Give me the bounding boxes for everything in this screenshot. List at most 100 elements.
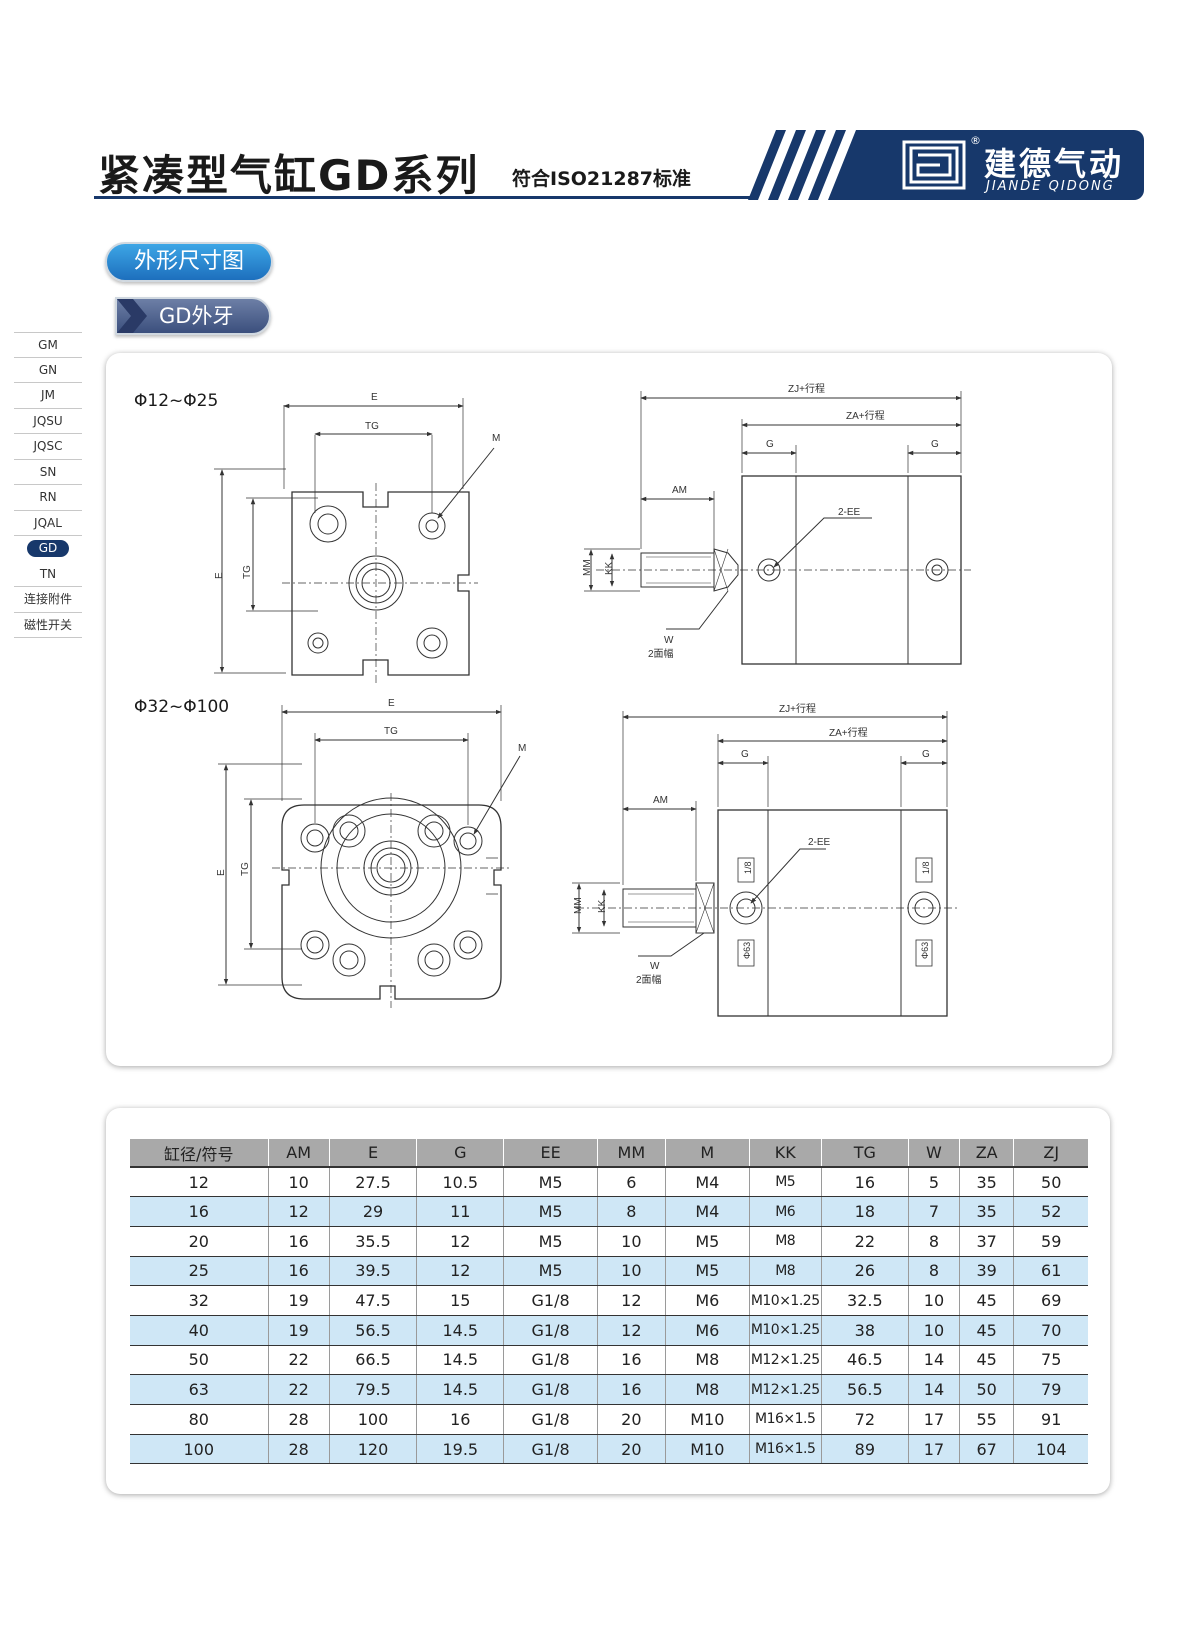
table-cell: 10 (597, 1256, 666, 1287)
table-cell: M6 (749, 1196, 822, 1227)
sidenav-item-rn[interactable]: RN (14, 485, 82, 511)
dim-w-note-large: 2面幅 (636, 973, 662, 986)
sidenav-item-accessories[interactable]: 连接附件 (14, 587, 82, 613)
table-cell: M10 (665, 1434, 750, 1465)
dim-m-large: M (518, 743, 526, 754)
table-cell: 72 (821, 1404, 910, 1435)
table-cell: M10×1.25 (749, 1315, 822, 1346)
table-cell: M5 (749, 1167, 822, 1198)
dim-za-small: ZA+行程 (846, 409, 885, 422)
sidenav-item-jqsc[interactable]: JQSC (14, 434, 82, 460)
table-cell: 12 (597, 1315, 666, 1346)
table-cell: 8 (908, 1226, 960, 1257)
dim-m-small: M (492, 433, 500, 444)
table-cell: 19.5 (416, 1434, 505, 1465)
dim-g-left-large: G (741, 749, 749, 760)
dim-tg-large: TG (384, 726, 398, 737)
table-cell: 80 (130, 1404, 269, 1435)
dim-e-vertical-large: E (216, 869, 227, 876)
port-label-left: 1/8 (743, 861, 753, 874)
table-cell: M5 (503, 1226, 598, 1257)
col-header: W (908, 1139, 960, 1168)
table-cell: 79 (1013, 1374, 1088, 1405)
table-cell: 63 (130, 1374, 269, 1405)
dim-am-large: AM (653, 795, 668, 806)
bore-label-right: Φ63 (920, 942, 930, 959)
dim-kk-small: KK (604, 561, 615, 575)
table-cell: 37 (959, 1226, 1015, 1257)
dim-e-vertical-small: E (214, 572, 225, 579)
sidenav-item-sn[interactable]: SN (14, 460, 82, 485)
table-cell: M6 (665, 1315, 750, 1346)
table-header-row: 缸径/符号 AM E G EE MM M KK TG W ZA ZJ (130, 1139, 1088, 1168)
dim-w-note-small: 2面幅 (648, 647, 674, 660)
brand-name-en: JIANDE QIDONG (986, 179, 1115, 194)
sidenav-item-gd[interactable]: GD (14, 536, 82, 562)
dim-tg-vertical-small: TG (242, 565, 253, 579)
dim-kk-large: KK (597, 899, 608, 913)
sidenav-item-jqal[interactable]: JQAL (14, 511, 82, 536)
table-cell: 14.5 (416, 1345, 505, 1376)
table-cell: 22 (268, 1345, 330, 1376)
table-cell: 10 (597, 1226, 666, 1257)
table-cell: 28 (268, 1404, 330, 1435)
table-cell: 45 (959, 1345, 1015, 1376)
table-cell: 45 (959, 1285, 1015, 1316)
page-header: 紧凑型气缸GD系列 符合ISO21287标准 ® 建德气动 JIANDE QID… (0, 120, 1200, 200)
table-cell: 46.5 (821, 1345, 910, 1376)
dim-ee-small: 2-EE (838, 507, 861, 518)
table-cell: 40 (130, 1315, 269, 1346)
table-cell: 20 (597, 1404, 666, 1435)
table-cell: G1/8 (503, 1315, 598, 1346)
table-cell: M10×1.25 (749, 1285, 822, 1316)
table-cell: M16×1.5 (749, 1434, 822, 1465)
sidenav-item-gm[interactable]: GM (14, 332, 82, 358)
col-header: 缸径/符号 (130, 1139, 269, 1168)
stripe-decoration-icon (748, 130, 878, 200)
table-cell: 35 (959, 1196, 1015, 1227)
table-cell: 17 (908, 1404, 960, 1435)
col-header: ZA (959, 1139, 1015, 1168)
table-cell: M12×1.25 (749, 1374, 822, 1405)
table-cell: 19 (268, 1315, 330, 1346)
table-cell: 12 (597, 1285, 666, 1316)
dim-g-right-small: G (931, 439, 939, 450)
dim-am-small: AM (672, 485, 687, 496)
table-cell: 55 (959, 1404, 1015, 1435)
table-cell: 79.5 (329, 1374, 418, 1405)
table-cell: M5 (665, 1256, 750, 1287)
table-cell: 50 (130, 1345, 269, 1376)
table-cell: 32.5 (821, 1285, 910, 1316)
table-cell: 8 (908, 1256, 960, 1287)
table-cell: 27.5 (329, 1167, 418, 1198)
table-cell: 52 (1013, 1196, 1088, 1227)
table-cell: 15 (416, 1285, 505, 1316)
sidenav-item-jm[interactable]: JM (14, 383, 82, 409)
sidenav-item-magnetic-switch[interactable]: 磁性开关 (14, 613, 82, 638)
header-rule (94, 196, 754, 199)
table-cell: 56.5 (329, 1315, 418, 1346)
table-cell: 10.5 (416, 1167, 505, 1198)
table-cell: M5 (503, 1256, 598, 1287)
table-cell: 12 (268, 1196, 330, 1227)
sidenav-item-tn[interactable]: TN (14, 562, 82, 587)
table-cell: 38 (821, 1315, 910, 1346)
col-header: G (416, 1139, 505, 1168)
front-view-large (218, 705, 521, 1008)
col-header: KK (749, 1139, 822, 1168)
table-cell: 14.5 (416, 1315, 505, 1346)
table-cell: 11 (416, 1196, 505, 1227)
front-view-small (214, 398, 495, 685)
sidenav-item-gn[interactable]: GN (14, 358, 82, 383)
sidenav-item-jqsu[interactable]: JQSU (14, 409, 82, 434)
table-cell: 14 (908, 1374, 960, 1405)
col-header: M (665, 1139, 750, 1168)
